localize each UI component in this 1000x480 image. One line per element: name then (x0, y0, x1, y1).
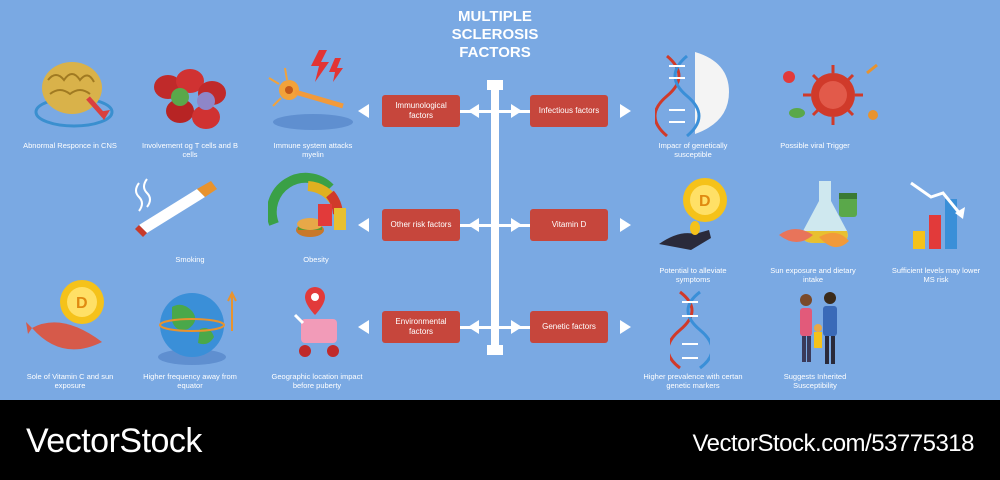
connector-row-1 (460, 110, 530, 113)
arrow-left-environmental (358, 320, 369, 334)
arrow-left-other-risk (358, 218, 369, 232)
title-line-1: MULTIPLE (458, 8, 532, 25)
arrow-right-genetic (620, 320, 631, 334)
globe-icon (158, 290, 237, 365)
arrow-left-small-1 (468, 104, 479, 118)
arrow-left-small-2 (468, 218, 479, 232)
obesity-icon (268, 172, 346, 237)
t-cells-icon (154, 69, 226, 129)
footer-watermark-bar: VectorStock VectorStock.com/53775318 (0, 400, 1000, 480)
box-other-risk-factors: Other risk factors (382, 209, 460, 241)
label-smoking: Smoking (175, 255, 205, 264)
connector-row-2 (460, 224, 530, 227)
spine-bottom-cap (487, 345, 503, 355)
bar-chart-icon (910, 181, 965, 249)
arrow-right-small-1 (511, 104, 522, 118)
label-sufficient-levels: Sufficient levels may lower MS risk (891, 266, 981, 284)
box-vitamin-d: Vitamin D (530, 209, 608, 241)
footer-brand: VectorStock (26, 422, 202, 460)
infographic-canvas: MULTIPLE SCLEROSIS FACTORS Immunological… (0, 0, 1000, 400)
svg-text:D: D (76, 295, 88, 312)
arrow-right-vitamin-d (620, 218, 631, 232)
label-genetically-susceptible: Impacr of genetically susceptible (658, 141, 728, 159)
label-immune-attacks-myelin: Immune system attacks myelin (273, 141, 353, 159)
infographic-title: MULTIPLE SCLEROSIS FACTORS (420, 8, 570, 62)
arrow-right-infectious (620, 104, 631, 118)
box-infectious-factors: Infectious factors (530, 95, 608, 127)
neuron-icon (268, 50, 353, 130)
box-genetic-factors: Genetic factors (530, 311, 608, 343)
arrow-left-immunological (358, 104, 369, 118)
title-line-3: FACTORS (459, 44, 531, 61)
label-obesity: Obesity (303, 255, 329, 264)
label-t-b-cells: Involvement og T cells and B cells (141, 141, 239, 159)
sun-hand-icon: D (659, 178, 727, 250)
label-alleviate-symptoms: Potential to alleviate symptoms (659, 266, 727, 284)
brain-icon (34, 62, 114, 128)
label-abnormal-response: Abnormal Responce in CNS (23, 141, 117, 150)
arrow-right-small-3 (511, 320, 522, 334)
box-immunological-factors: Immunological factors (382, 95, 460, 127)
svg-text:D: D (699, 193, 711, 210)
dna-helix-icon (670, 290, 710, 370)
label-away-from-equator: Higher frequency away from equator (143, 372, 237, 390)
vitamin-d-sun-fish-icon: D (26, 280, 104, 350)
arrow-left-small-3 (468, 320, 479, 334)
spine-top-cap (487, 80, 503, 90)
box-environmental-factors: Environmental factors (382, 311, 460, 343)
footer-image-code: VectorStock.com/53775318 (692, 430, 974, 457)
family-icon (800, 292, 837, 364)
label-viral-trigger: Possible viral Trigger (780, 141, 850, 150)
dna-shield-icon (655, 52, 729, 138)
arrow-right-small-2 (511, 218, 522, 232)
virus-icon (783, 63, 878, 125)
food-supplements-icon (779, 181, 857, 248)
label-genetic-markers: Higher prevalence with certan genetic ma… (643, 372, 743, 390)
central-spine (491, 82, 499, 352)
cigarette-icon (135, 178, 217, 237)
label-vitamin-c-sun: Sole of Vitamin C and sun exposure (26, 372, 114, 390)
location-stroller-icon (293, 287, 339, 357)
title-line-2: SCLEROSIS (451, 26, 539, 43)
connector-row-3 (460, 326, 530, 329)
label-inherited-susceptibility: Suggests Inherited Susceptibility (783, 372, 847, 390)
label-sun-dietary: Sun exposure and dietary intake (770, 266, 856, 284)
label-geographic-location: Geographic location impact before pubert… (271, 372, 363, 390)
